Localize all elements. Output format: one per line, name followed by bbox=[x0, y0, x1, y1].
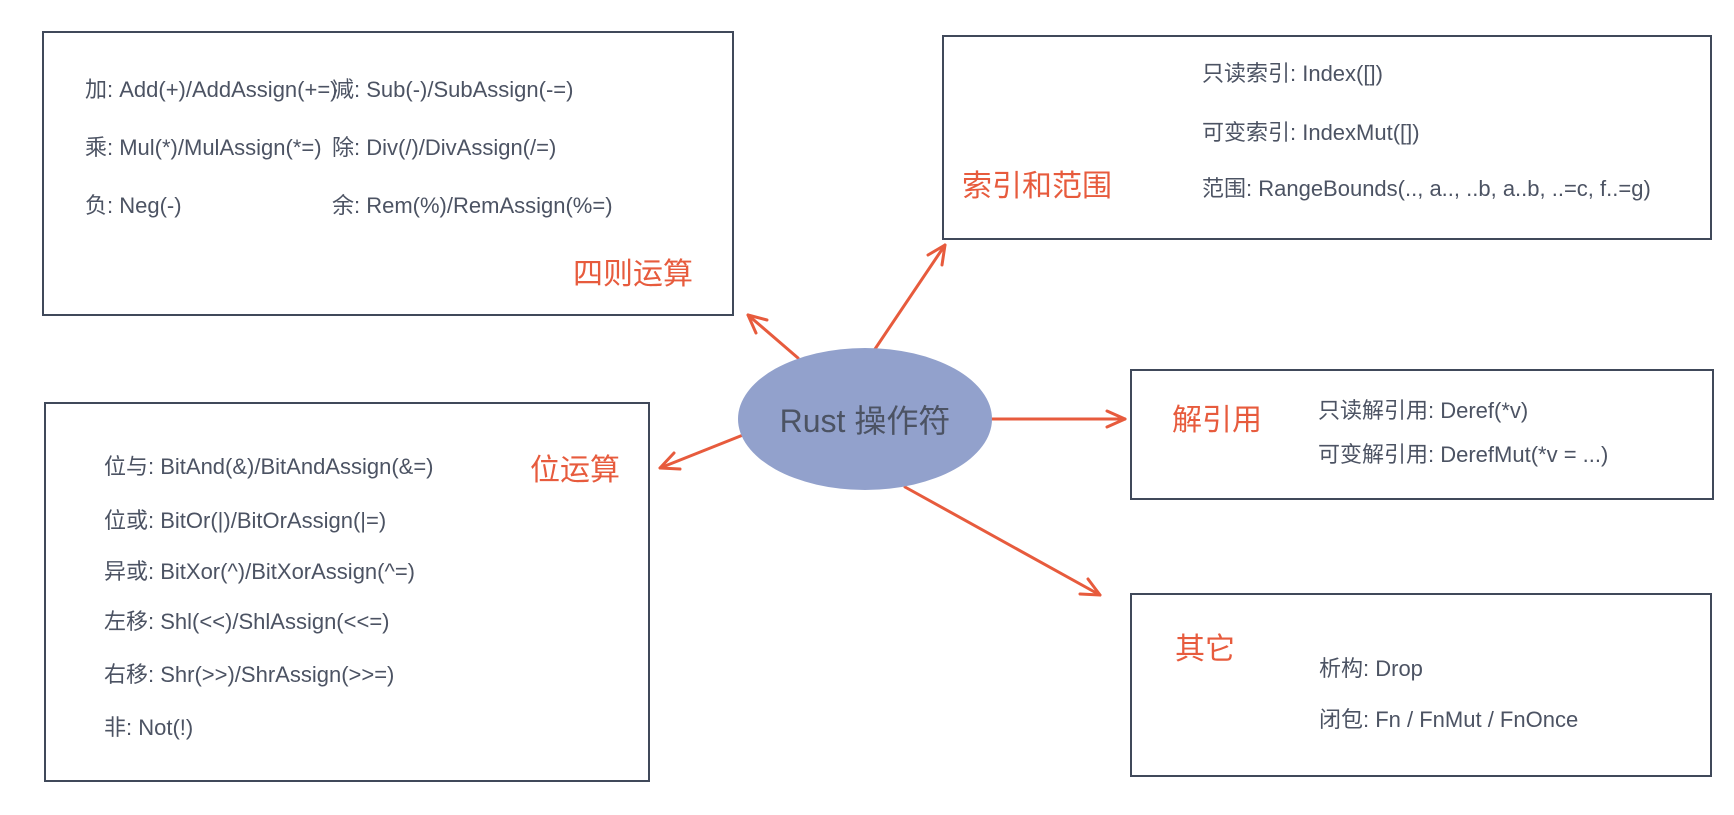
node-box-bitwise: 位与: BitAnd(&)/BitAndAssign(&=) 位或: BitOr… bbox=[44, 402, 650, 782]
operator-line-indexmut: 可变索引: IndexMut([]) bbox=[1202, 120, 1420, 145]
arrow-to-bitwise bbox=[658, 433, 745, 471]
operator-line-shl: 左移: Shl(<<)/ShlAssign(<<=) bbox=[104, 609, 390, 634]
operator-line-div: 除: Div(/)/DivAssign(/=) bbox=[332, 135, 557, 160]
operator-line-closure: 闭包: Fn / FnMut / FnOnce bbox=[1319, 707, 1579, 732]
operator-line-drop: 析构: Drop bbox=[1319, 656, 1423, 681]
operator-line-not: 非: Not(!) bbox=[104, 715, 194, 740]
node-box-arith: 加: Add(+)/AddAssign(+=) 乘: Mul(*)/MulAss… bbox=[42, 31, 734, 316]
node-label-other: 其它 bbox=[1175, 633, 1235, 666]
operator-line-derefmut: 可变解引用: DerefMut(*v = ...) bbox=[1318, 442, 1609, 467]
arrow-to-other bbox=[903, 485, 1102, 597]
operator-line-deref: 只读解引用: Deref(*v) bbox=[1318, 398, 1529, 423]
node-label-bitwise: 位运算 bbox=[530, 454, 620, 487]
node-box-deref: 解引用 只读解引用: Deref(*v) 可变解引用: DerefMut(*v … bbox=[1130, 369, 1714, 500]
node-label-deref: 解引用 bbox=[1172, 404, 1262, 437]
operator-line-bitand: 位与: BitAnd(&)/BitAndAssign(&=) bbox=[104, 454, 434, 479]
arrow-to-index-range bbox=[871, 243, 947, 354]
operator-line-mul: 乘: Mul(*)/MulAssign(*=) bbox=[85, 135, 322, 160]
center-node-rust-operators: Rust 操作符 bbox=[738, 348, 992, 490]
node-box-index-range: 索引和范围 只读索引: Index([]) 可变索引: IndexMut([])… bbox=[942, 35, 1712, 240]
arrow-to-arith bbox=[746, 313, 800, 360]
center-node-label: Rust 操作符 bbox=[779, 403, 951, 439]
operator-line-bitxor: 异或: BitXor(^)/BitXorAssign(^=) bbox=[104, 559, 415, 584]
operator-line-neg: 负: Neg(-) bbox=[85, 193, 182, 218]
operator-line-bitor: 位或: BitOr(|)/BitOrAssign(|=) bbox=[104, 508, 387, 533]
operator-line-range: 范围: RangeBounds(.., a.., ..b, a..b, ..=c… bbox=[1202, 176, 1651, 201]
arrow-to-deref bbox=[988, 409, 1127, 429]
operator-line-index: 只读索引: Index([]) bbox=[1202, 61, 1383, 86]
operator-line-sub: 减: Sub(-)/SubAssign(-=) bbox=[332, 77, 574, 102]
operator-line-shr: 右移: Shr(>>)/ShrAssign(>>=) bbox=[104, 662, 395, 687]
operator-line-add: 加: Add(+)/AddAssign(+=) bbox=[85, 77, 338, 102]
node-box-other: 其它 析构: Drop 闭包: Fn / FnMut / FnOnce bbox=[1130, 593, 1712, 777]
node-label-arith: 四则运算 bbox=[573, 258, 693, 291]
node-label-index-range: 索引和范围 bbox=[962, 170, 1112, 203]
operator-line-rem: 余: Rem(%)/RemAssign(%=) bbox=[332, 193, 613, 218]
